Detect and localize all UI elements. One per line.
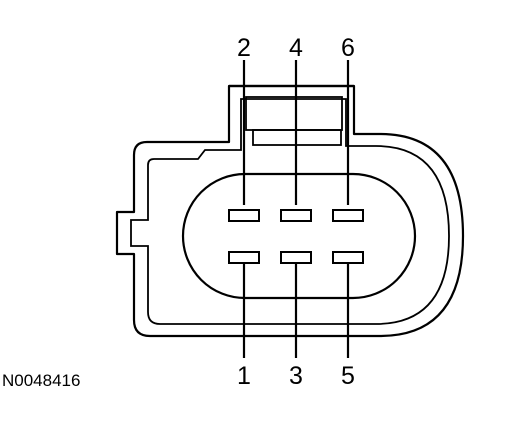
pin-cavity-6 (332, 209, 364, 222)
pin-cavity-4 (280, 209, 312, 222)
pin-cavity-2 (228, 209, 260, 222)
pin-label-4: 4 (289, 34, 303, 62)
pin-label-3: 3 (289, 362, 303, 390)
pin-cavity-3 (280, 251, 312, 264)
connector-housing-inner (130, 98, 450, 325)
connector-housing-outer (115, 84, 465, 338)
locking-tab (245, 96, 343, 131)
pin-cavity-5 (332, 251, 364, 264)
pin-cavity-1 (228, 251, 260, 264)
figure-id: N0048416 (2, 371, 80, 390)
mating-face (181, 172, 417, 300)
pin-label-6: 6 (341, 34, 355, 62)
pin-label-2: 2 (237, 34, 251, 62)
pin-label-5: 5 (341, 362, 355, 390)
pin-label-1: 1 (237, 362, 251, 390)
